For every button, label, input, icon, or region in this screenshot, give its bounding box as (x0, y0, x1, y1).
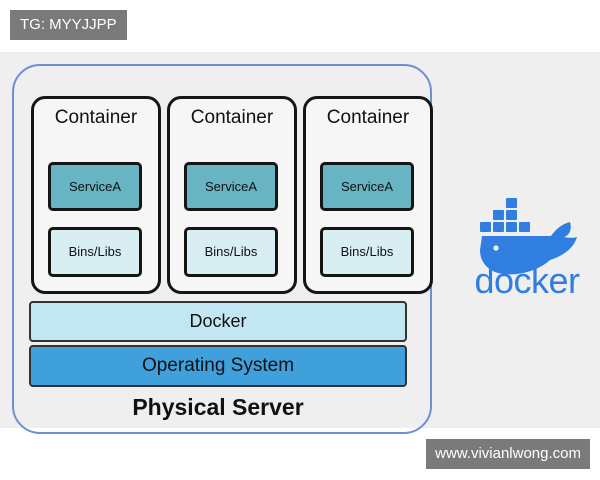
docker-layer: Docker (29, 301, 407, 342)
operating-system-layer: Operating System (29, 345, 407, 387)
tag-label: TG: MYYJJPP (10, 10, 127, 40)
website-watermark: www.vivianlwong.com (426, 439, 590, 469)
service-box: ServiceA (184, 162, 278, 211)
bins-libs-box: Bins/Libs (184, 227, 278, 277)
physical-server-label: Physical Server (132, 394, 304, 420)
container-box-2: Container ServiceA Bins/Libs (167, 96, 297, 294)
container-box-3: Container ServiceA Bins/Libs (303, 96, 433, 294)
container-title: Container (190, 107, 274, 128)
bins-libs-box: Bins/Libs (48, 227, 142, 277)
service-box: ServiceA (48, 162, 142, 211)
container-title: Container (326, 107, 410, 128)
container-stack-icon (480, 198, 530, 232)
bins-libs-box: Bins/Libs (320, 227, 414, 277)
docker-whale-icon (480, 198, 577, 275)
container-title: Container (54, 107, 138, 128)
container-box-1: Container ServiceA Bins/Libs (31, 96, 161, 294)
service-box: ServiceA (320, 162, 414, 211)
docker-wordmark: docker (474, 260, 580, 301)
